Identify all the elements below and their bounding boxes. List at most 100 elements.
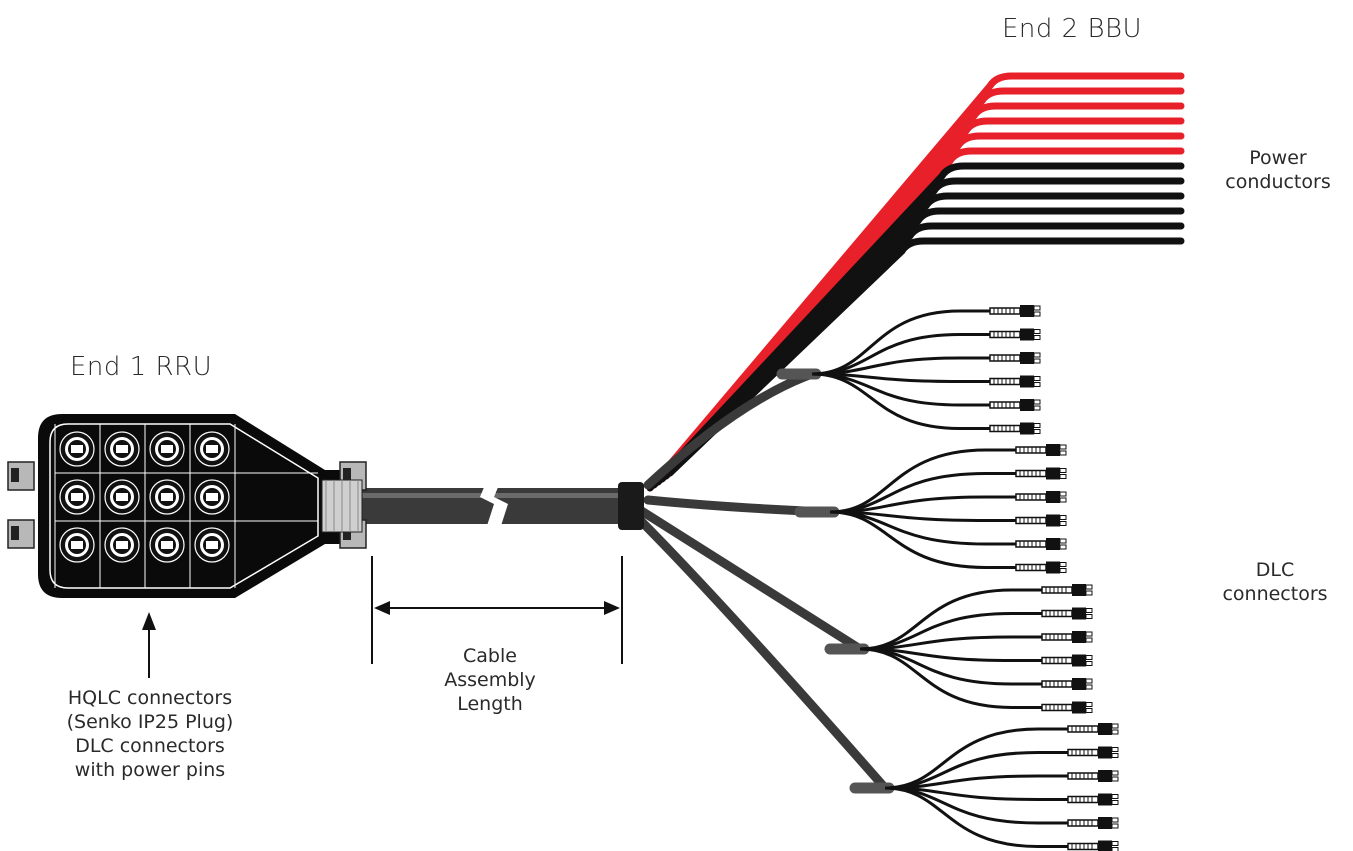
hqlc-label: HQLC connectors (Senko IP25 Plug) DLC co… bbox=[40, 686, 260, 782]
hqlc-port bbox=[59, 527, 95, 563]
housing-outline bbox=[49, 423, 319, 589]
hqlc-port bbox=[194, 479, 230, 515]
connector-ferrule bbox=[1085, 637, 1093, 643]
connector-body bbox=[1046, 491, 1060, 503]
hqlc-pointer-arrow bbox=[142, 612, 156, 630]
dlc-connector bbox=[1041, 584, 1093, 596]
connector-ferrule bbox=[1111, 770, 1119, 776]
connector-ferrule bbox=[1033, 429, 1041, 434]
connector-body bbox=[1098, 723, 1112, 735]
connector-ferrule bbox=[1111, 794, 1119, 799]
hqlc-port bbox=[59, 431, 95, 467]
connector-body bbox=[1072, 654, 1086, 667]
dlc-connector bbox=[989, 399, 1041, 411]
cable-length-label: Cable Assembly Length bbox=[430, 644, 550, 716]
fiber-leg bbox=[829, 510, 1016, 569]
bracket-slot bbox=[343, 468, 351, 482]
dlc-connector bbox=[1015, 538, 1067, 550]
connector-ferrule bbox=[1085, 608, 1093, 613]
connector-ferrule bbox=[1059, 515, 1067, 520]
black-power-conductor bbox=[646, 162, 1185, 492]
dlc-connector bbox=[1067, 793, 1119, 806]
trunk-cable bbox=[360, 480, 644, 532]
port-ferrule-block bbox=[71, 445, 83, 453]
connector-body bbox=[1020, 422, 1034, 435]
bracket-slot bbox=[11, 526, 19, 540]
connector-body bbox=[1098, 817, 1112, 829]
connector-ferrule bbox=[1111, 847, 1119, 851]
connector-body bbox=[1072, 584, 1086, 596]
cable-label-line1: Cable bbox=[463, 645, 517, 667]
dlc-connector bbox=[1067, 817, 1119, 829]
connector-ferrule bbox=[1059, 491, 1067, 497]
connector-body bbox=[1046, 514, 1060, 527]
connector-ferrule bbox=[1111, 776, 1119, 782]
dlc-connector bbox=[1041, 631, 1093, 643]
connector-ferrule bbox=[1085, 708, 1093, 713]
port-ferrule-block bbox=[161, 541, 173, 549]
connector-ferrule bbox=[1059, 562, 1067, 567]
end1-label: End 1 RRU bbox=[70, 352, 213, 382]
dlc-connectors-label: DLC connectors bbox=[1200, 558, 1350, 606]
connector-ferrule bbox=[1033, 405, 1041, 411]
dlc-connector bbox=[1041, 654, 1093, 667]
connector-ferrule bbox=[1059, 544, 1067, 550]
connector-ferrule bbox=[1033, 358, 1041, 364]
red-power-conductor bbox=[646, 72, 1185, 492]
dlc-connector bbox=[1015, 491, 1067, 503]
connector-body bbox=[1072, 631, 1086, 643]
connector-ferrule bbox=[1085, 655, 1093, 660]
connector-body bbox=[1098, 840, 1112, 851]
dimension-arrow-left bbox=[374, 601, 390, 615]
connector-ferrule bbox=[1111, 823, 1119, 829]
connector-ferrule bbox=[1059, 568, 1067, 573]
connector-ferrule bbox=[1033, 376, 1041, 381]
connector-ferrule bbox=[1111, 729, 1119, 735]
connector-ferrule bbox=[1059, 444, 1067, 450]
cable-break-mark bbox=[480, 480, 508, 532]
dlc-connector bbox=[1067, 746, 1119, 759]
connector-ferrule bbox=[1085, 684, 1093, 690]
connector-ferrule bbox=[1111, 747, 1119, 752]
connector-body bbox=[1098, 770, 1112, 782]
red-power-conductor bbox=[650, 87, 1185, 489]
hqlc-port bbox=[149, 431, 185, 467]
dlc-connector bbox=[1041, 607, 1093, 620]
connector-body bbox=[1020, 328, 1034, 341]
dlc-breakout-legs bbox=[631, 305, 1119, 851]
cable-label-line3: Length bbox=[457, 693, 523, 715]
connector-ferrule bbox=[1059, 497, 1067, 503]
connector-body bbox=[1020, 375, 1034, 388]
dlc-connector bbox=[1015, 514, 1067, 527]
connector-body bbox=[1098, 793, 1112, 806]
hqlc-port bbox=[104, 527, 140, 563]
length-dimension bbox=[142, 556, 623, 678]
cable-label-line2: Assembly bbox=[444, 669, 536, 691]
sub-unit-cable bbox=[635, 505, 865, 654]
connector-ferrule bbox=[1033, 311, 1041, 317]
dlc-connector bbox=[989, 328, 1041, 341]
black-power-conductor bbox=[666, 237, 1185, 477]
dlc-connector bbox=[1015, 561, 1067, 574]
red-power-conductor bbox=[662, 132, 1185, 480]
hqlc-port bbox=[104, 479, 140, 515]
connector-body bbox=[1072, 701, 1086, 714]
black-power-conductor bbox=[662, 222, 1185, 480]
connector-ferrule bbox=[1033, 423, 1041, 428]
power-conductors-label: Power conductors bbox=[1208, 146, 1348, 194]
connector-ferrule bbox=[1085, 661, 1093, 666]
black-power-conductor bbox=[654, 192, 1185, 486]
connector-ferrule bbox=[1033, 305, 1041, 311]
connector-ferrule bbox=[1085, 614, 1093, 619]
connector-ferrule bbox=[1033, 352, 1041, 358]
connector-ferrule bbox=[1085, 678, 1093, 684]
connector-ferrule bbox=[1033, 329, 1041, 334]
hqlc-label-line3: DLC connectors bbox=[75, 735, 225, 757]
dlc-connector bbox=[1015, 444, 1067, 456]
hqlc-label-line2: (Senko IP25 Plug) bbox=[66, 711, 234, 733]
hqlc-port bbox=[104, 431, 140, 467]
fiber-leg bbox=[811, 356, 990, 376]
connector-ferrule bbox=[1111, 800, 1119, 805]
connector-body bbox=[1046, 467, 1060, 480]
